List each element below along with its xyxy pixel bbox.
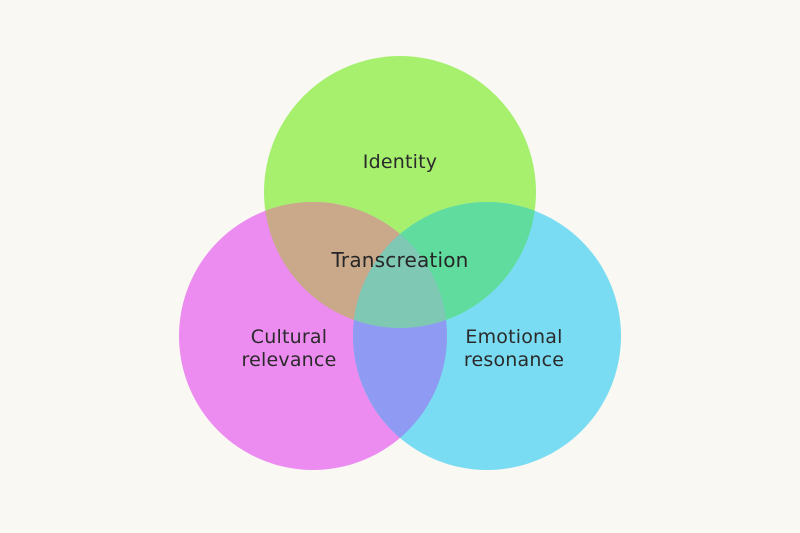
triple-overlap — [353, 202, 447, 328]
emotional-resonance-label: Emotional resonance — [464, 326, 564, 372]
identity-label: Identity — [362, 151, 438, 173]
cultural-label-line1: Cultural — [250, 326, 328, 348]
emotional-label-line2: resonance — [463, 349, 565, 371]
cultural-label-line2: relevance — [241, 349, 337, 371]
transcreation-center-label: Transcreation — [331, 248, 469, 272]
cultural-relevance-label: Cultural relevance — [242, 326, 337, 372]
emotional-label-line1: Emotional — [465, 326, 563, 348]
